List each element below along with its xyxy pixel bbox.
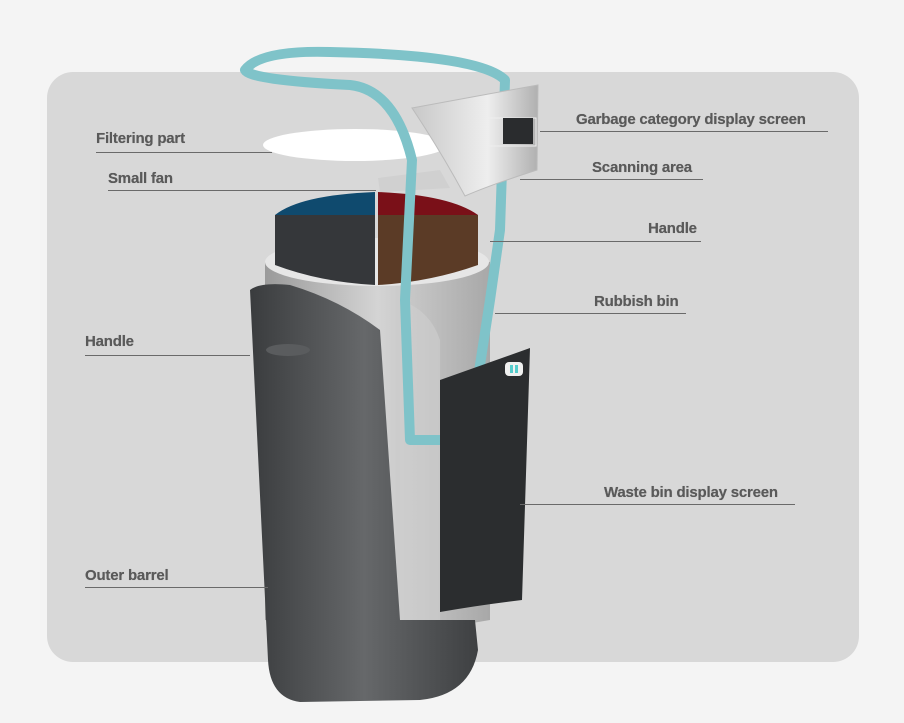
display-indicator-icon (505, 362, 523, 376)
leader-line (520, 179, 703, 180)
compartment-black (275, 215, 375, 285)
indicator-light (510, 365, 513, 373)
indicator-light (515, 365, 518, 373)
outer-barrel (250, 284, 478, 702)
garbage-category-display-screen (411, 84, 539, 197)
leader-line (540, 131, 828, 132)
waste-bin-display-screen (440, 348, 530, 612)
filtering-part (263, 129, 447, 161)
label-scanning-area: Scanning area (592, 159, 692, 176)
leader-line (490, 241, 701, 242)
leader-line (108, 190, 376, 191)
leader-line (495, 313, 686, 314)
label-small-fan: Small fan (108, 170, 173, 187)
leader-line (85, 355, 250, 356)
label-handle-left: Handle (85, 333, 134, 350)
compartment-red (378, 192, 478, 215)
scanner-camera (503, 118, 533, 144)
label-filtering-part: Filtering part (96, 130, 185, 147)
label-waste-bin-display-screen: Waste bin display screen (604, 484, 778, 501)
compartment-blue (275, 192, 375, 215)
barrel-handle-grip (266, 344, 310, 356)
label-rubbish-bin: Rubbish bin (594, 293, 679, 310)
leader-line (96, 152, 272, 153)
handle-frame (240, 46, 510, 445)
leader-line (85, 587, 268, 588)
label-handle-right: Handle (648, 220, 697, 237)
label-garbage-category-display-screen: Garbage category display screen (576, 111, 806, 128)
label-outer-barrel: Outer barrel (85, 567, 169, 584)
leader-line (520, 504, 795, 505)
